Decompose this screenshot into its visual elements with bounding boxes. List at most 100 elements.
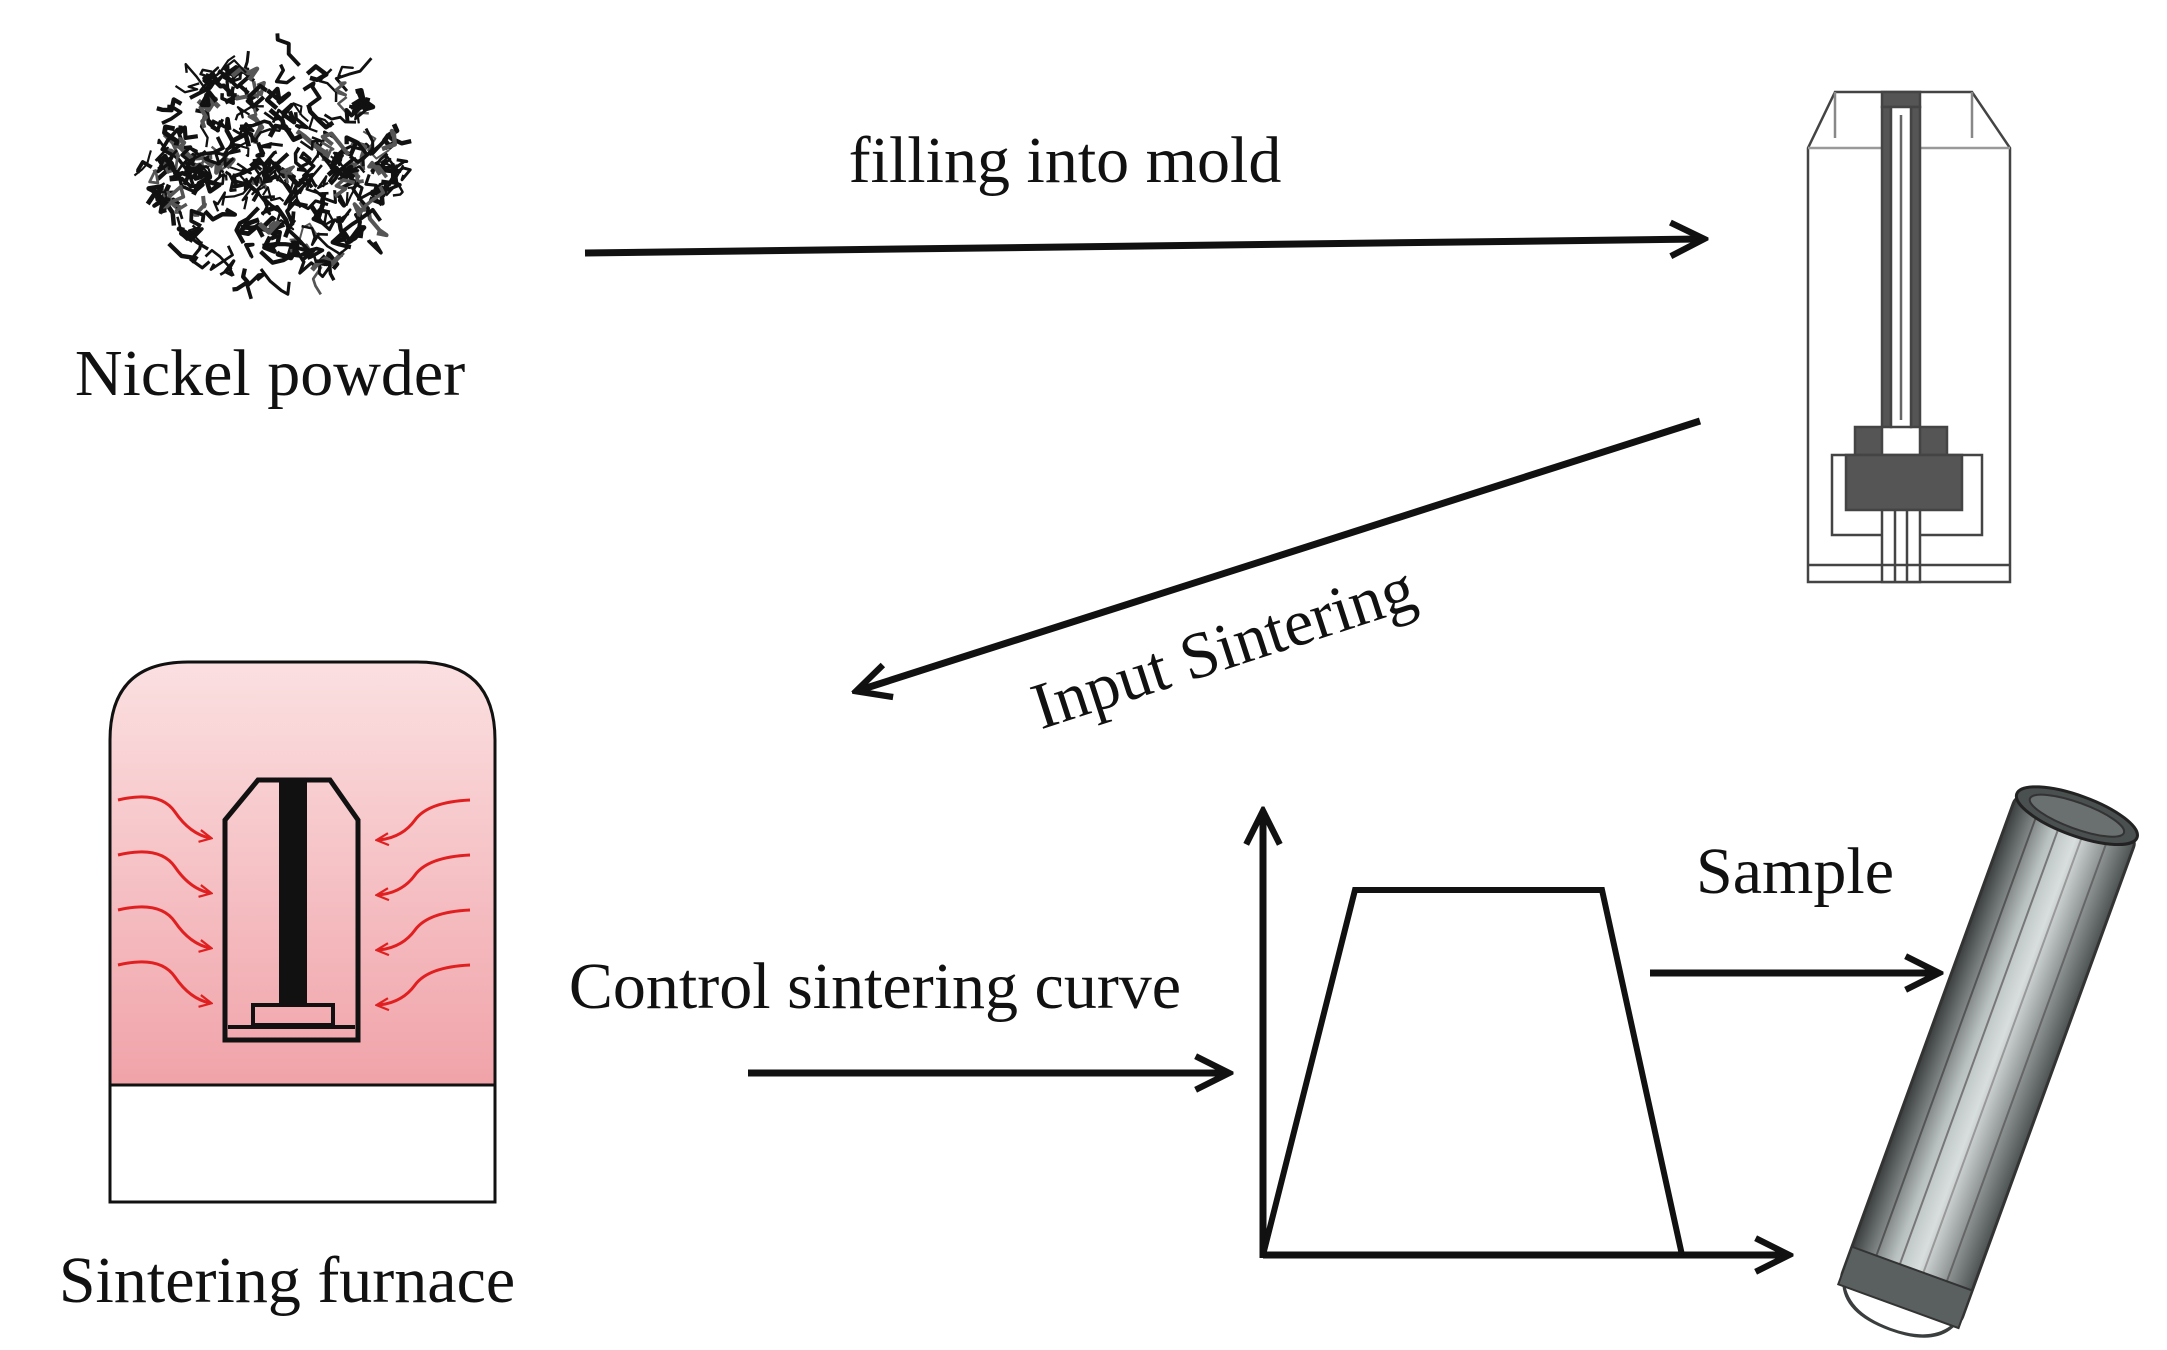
- sintering-curve-icon: [1263, 815, 1785, 1258]
- powder-strand: [180, 145, 195, 167]
- control-sintering-curve-label: Control sintering curve: [569, 950, 1181, 1023]
- powder-strand: [329, 157, 357, 186]
- powder-strand: [262, 242, 294, 256]
- powder-strand: [255, 141, 266, 158]
- powder-strand: [316, 175, 329, 190]
- powder-strand: [298, 151, 312, 170]
- powder-strand: [275, 33, 301, 67]
- powder-strand: [158, 184, 186, 215]
- powder-strand: [314, 259, 336, 282]
- powder-strand: [203, 207, 238, 222]
- powder-strand: [174, 82, 200, 94]
- powder-strand: [190, 152, 213, 167]
- cylinder-sample-icon: [1836, 785, 2139, 1338]
- filling-arrow: [584, 239, 1700, 253]
- powder-strand: [395, 158, 409, 169]
- powder-strand: [225, 76, 237, 97]
- powder-strand: [238, 140, 250, 158]
- powder-strand: [214, 151, 235, 168]
- powder-strand: [169, 176, 205, 193]
- powder-strand: [306, 246, 325, 260]
- powder-strand: [293, 146, 307, 172]
- powder-strand: [199, 136, 225, 157]
- powder-strand: [177, 125, 199, 140]
- powder-strand: [391, 166, 412, 182]
- powder-strand: [158, 196, 171, 214]
- powder-strand: [236, 106, 251, 119]
- powder-strand: [294, 178, 307, 196]
- powder-strand: [237, 217, 262, 237]
- powder-strand: [354, 106, 368, 124]
- powder-strand: [234, 91, 260, 101]
- powder-strand: [241, 177, 253, 210]
- mold-icon: [1806, 90, 2012, 584]
- powder-strand: [184, 63, 214, 90]
- heat-arrow: [378, 908, 471, 950]
- powder-strand: [335, 238, 350, 256]
- powder-strand: [333, 178, 356, 198]
- powder-strand: [306, 104, 335, 130]
- powder-strand: [133, 150, 152, 177]
- powder-strand: [162, 124, 180, 146]
- powder-strand: [271, 222, 286, 244]
- powder-strand: [386, 162, 396, 187]
- powder-strand: [189, 73, 219, 100]
- powder-strand: [267, 108, 287, 138]
- powder-strand: [232, 122, 255, 136]
- sample-label: Sample: [1696, 835, 1894, 908]
- input-sintering-arrow: [860, 417, 1702, 690]
- powder-strand: [368, 133, 390, 156]
- powder-strand: [224, 170, 237, 192]
- powder-strand: [292, 102, 309, 123]
- powder-strand: [366, 239, 383, 255]
- powder-strand: [335, 208, 352, 224]
- powder-strand: [203, 155, 227, 166]
- powder-strand: [299, 136, 323, 151]
- sintering-furnace-label: Sintering furnace: [59, 1244, 515, 1317]
- powder-strand: [223, 65, 239, 78]
- sintering-curve: [1260, 887, 1685, 1256]
- heat-arrow: [117, 850, 210, 893]
- powder-strand: [378, 157, 396, 169]
- powder-strand: [179, 163, 213, 178]
- powder-strand: [199, 68, 222, 80]
- powder-strand: [323, 251, 340, 271]
- powder-strand: [173, 137, 187, 151]
- powder-strand: [199, 114, 216, 148]
- powder-strand: [220, 86, 236, 106]
- powder-strand: [230, 66, 260, 82]
- powder-strand: [161, 104, 183, 125]
- input-sintering-label: Input Sintering: [1023, 551, 1424, 743]
- powder-strand: [199, 89, 219, 108]
- powder-strand: [367, 160, 389, 179]
- powder-strand: [188, 227, 209, 251]
- powder-strand: [224, 116, 235, 143]
- nickel-powder-label: Nickel powder: [75, 337, 465, 410]
- powder-strand: [340, 167, 356, 190]
- powder-strand: [193, 195, 207, 217]
- powder-strand: [274, 63, 296, 85]
- powder-strand: [301, 224, 321, 246]
- powder-strand: [262, 235, 279, 254]
- powder-strand: [220, 54, 247, 74]
- powder-strand: [295, 129, 329, 162]
- powder-strand: [145, 184, 164, 206]
- heat-arrow: [117, 960, 210, 1003]
- powder-strand: [379, 154, 401, 174]
- powder-strand: [381, 128, 397, 152]
- powder-strand: [232, 268, 250, 292]
- powder-strand: [148, 169, 160, 185]
- powder-strand: [257, 220, 281, 235]
- powder-strand: [382, 123, 400, 151]
- heat-arrow: [378, 963, 471, 1005]
- powder-strand: [209, 245, 234, 271]
- powder-strand: [259, 268, 291, 296]
- heat-arrow: [117, 795, 210, 838]
- powder-strand: [310, 250, 345, 272]
- powder-strand: [234, 206, 261, 245]
- powder-strand: [214, 157, 236, 175]
- powder-strand: [280, 165, 295, 184]
- powder-strand: [361, 127, 375, 167]
- powder-strand: [236, 162, 252, 175]
- powder-strand: [348, 99, 368, 110]
